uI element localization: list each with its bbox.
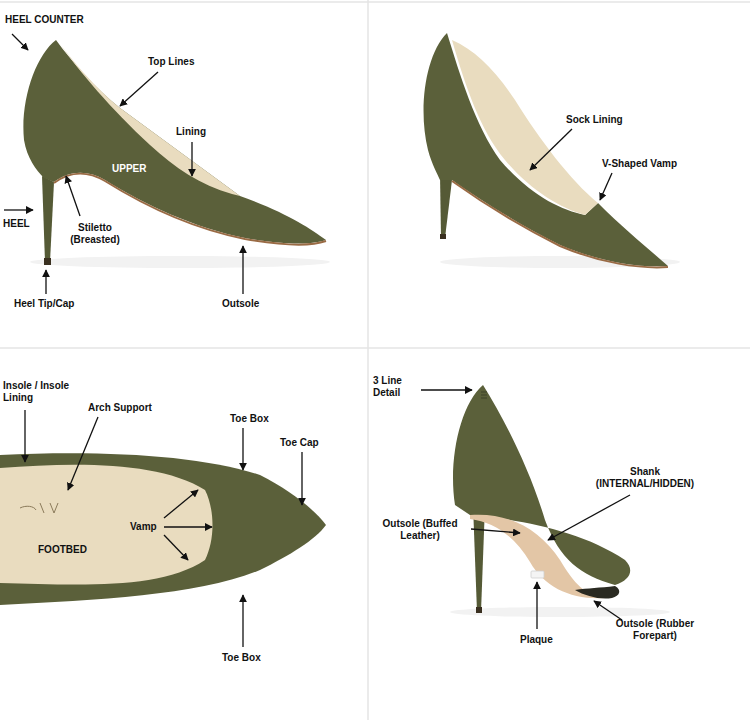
leader-lines: [4, 34, 630, 647]
part-label: HEEL COUNTER: [5, 14, 84, 26]
leader-line: [164, 490, 198, 518]
shadow: [30, 256, 330, 268]
panel-divider: [0, 1, 750, 3]
part-label: FOOTBED: [38, 544, 87, 556]
part-label: Arch Support: [88, 402, 152, 414]
part-label: Sock Lining: [566, 114, 623, 126]
part-label: Outsole: [222, 298, 259, 310]
outsole-edge: [54, 174, 326, 245]
region-label: UPPER: [112, 163, 146, 175]
part-label: V-Shaped Vamp: [602, 158, 677, 170]
leader-line: [164, 526, 212, 527]
shoe-upper: [0, 453, 326, 605]
shoe-upper: [23, 40, 326, 244]
heel-tip: [476, 607, 482, 613]
shoe-upper: [424, 33, 668, 266]
leader-line: [530, 129, 572, 170]
leader-line: [548, 495, 630, 540]
leader-line: [66, 176, 80, 216]
insole-logo-mark: [20, 503, 58, 513]
part-label: Toe Cap: [280, 437, 319, 449]
part-label: Stiletto (Breasted): [64, 222, 126, 246]
leader-line: [45, 270, 46, 294]
part-label: Insole / Insole Lining: [3, 380, 95, 404]
part-label: Lining: [176, 126, 206, 138]
insole: [0, 465, 213, 585]
plaque: [531, 571, 544, 578]
shoe-lining: [60, 44, 240, 196]
stiletto-heel: [42, 176, 54, 262]
heel-tip: [440, 234, 446, 239]
heel-tip: [44, 258, 51, 265]
part-label: 3 Line Detail: [373, 375, 418, 399]
part-label: Outsole (Rubber Forepart): [599, 618, 711, 642]
part-label: Toe Box: [230, 413, 269, 425]
leader-line: [24, 410, 25, 462]
leader-line: [600, 173, 612, 200]
rubber-forepart: [575, 586, 619, 599]
part-label: Outsole (Buffed Leather): [370, 518, 470, 542]
stiletto-heel: [440, 175, 452, 238]
outsole-edge: [452, 181, 668, 267]
shadow: [450, 607, 670, 617]
leader-line: [4, 209, 33, 210]
sock-lining: [452, 40, 598, 215]
part-label: Vamp: [130, 521, 157, 533]
part-label: Heel Tip/Cap: [14, 298, 74, 310]
leader-line: [191, 142, 192, 176]
leader-line: [12, 34, 28, 50]
leader-line: [242, 595, 243, 647]
leader-line: [164, 535, 188, 560]
panel-divider: [367, 0, 369, 720]
panel-divider: [0, 347, 750, 349]
part-label: HEEL: [3, 218, 30, 230]
leader-line: [421, 389, 472, 390]
part-label: Plaque: [520, 634, 553, 646]
part-label: Toe Box: [222, 652, 261, 664]
three-line-detail: [481, 392, 487, 398]
leader-line: [242, 246, 243, 294]
leader-line: [120, 72, 158, 106]
leader-line: [301, 452, 302, 505]
leader-line: [536, 582, 537, 629]
part-label: Shank (INTERNAL/HIDDEN): [581, 466, 709, 490]
part-label: Top Lines: [148, 56, 194, 68]
leader-line: [594, 601, 622, 620]
leader-line: [242, 428, 243, 470]
leader-line: [68, 417, 98, 490]
leader-line: [471, 529, 520, 533]
